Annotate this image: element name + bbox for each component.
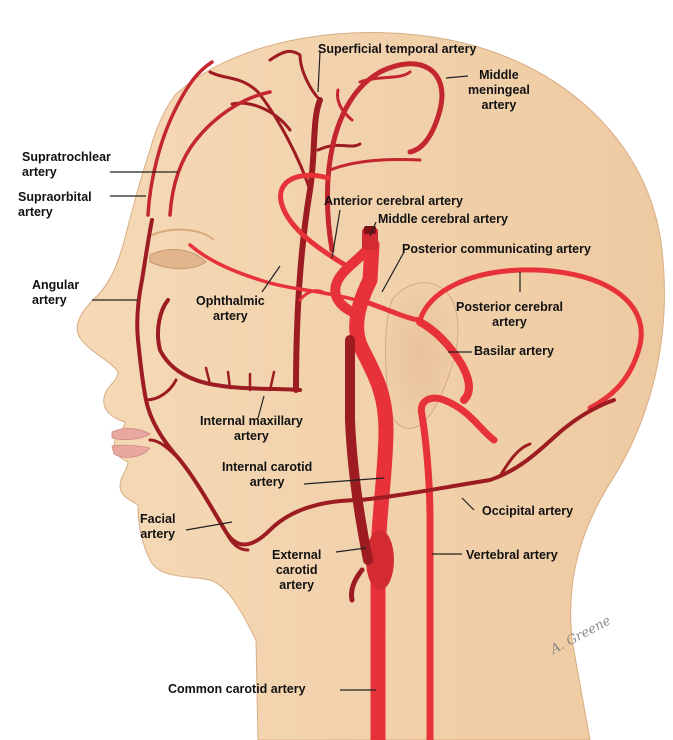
label-occipital-artery: Occipital artery: [482, 504, 573, 519]
label-common-carotid-artery: Common carotid artery: [168, 682, 306, 697]
label-anterior-cerebral-artery: Anterior cerebral artery: [324, 194, 463, 209]
label-supraorbital-artery: Supraorbital artery: [18, 190, 92, 220]
label-facial-artery: Facial artery: [140, 512, 175, 542]
label-internal-maxillary-artery: Internal maxillary artery: [200, 414, 303, 444]
label-basilar-artery: Basilar artery: [474, 344, 554, 359]
label-posterior-communicating-artery: Posterior communicating artery: [402, 242, 591, 257]
label-middle-cerebral-artery: Middle cerebral artery: [378, 212, 508, 227]
label-middle-meningeal-artery: Middle meningeal artery: [468, 68, 530, 113]
label-ophthalmic-artery: Ophthalmic artery: [196, 294, 265, 324]
label-vertebral-artery: Vertebral artery: [466, 548, 558, 563]
label-external-carotid-artery: External carotid artery: [272, 548, 321, 593]
label-posterior-cerebral-artery: Posterior cerebral artery: [456, 300, 563, 330]
label-superficial-temporal-artery: Superficial temporal artery: [318, 42, 476, 57]
label-angular-artery: Angular artery: [32, 278, 79, 308]
label-supratrochlear-artery: Supratrochlear artery: [22, 150, 111, 180]
label-internal-carotid-artery: Internal carotid artery: [222, 460, 312, 490]
